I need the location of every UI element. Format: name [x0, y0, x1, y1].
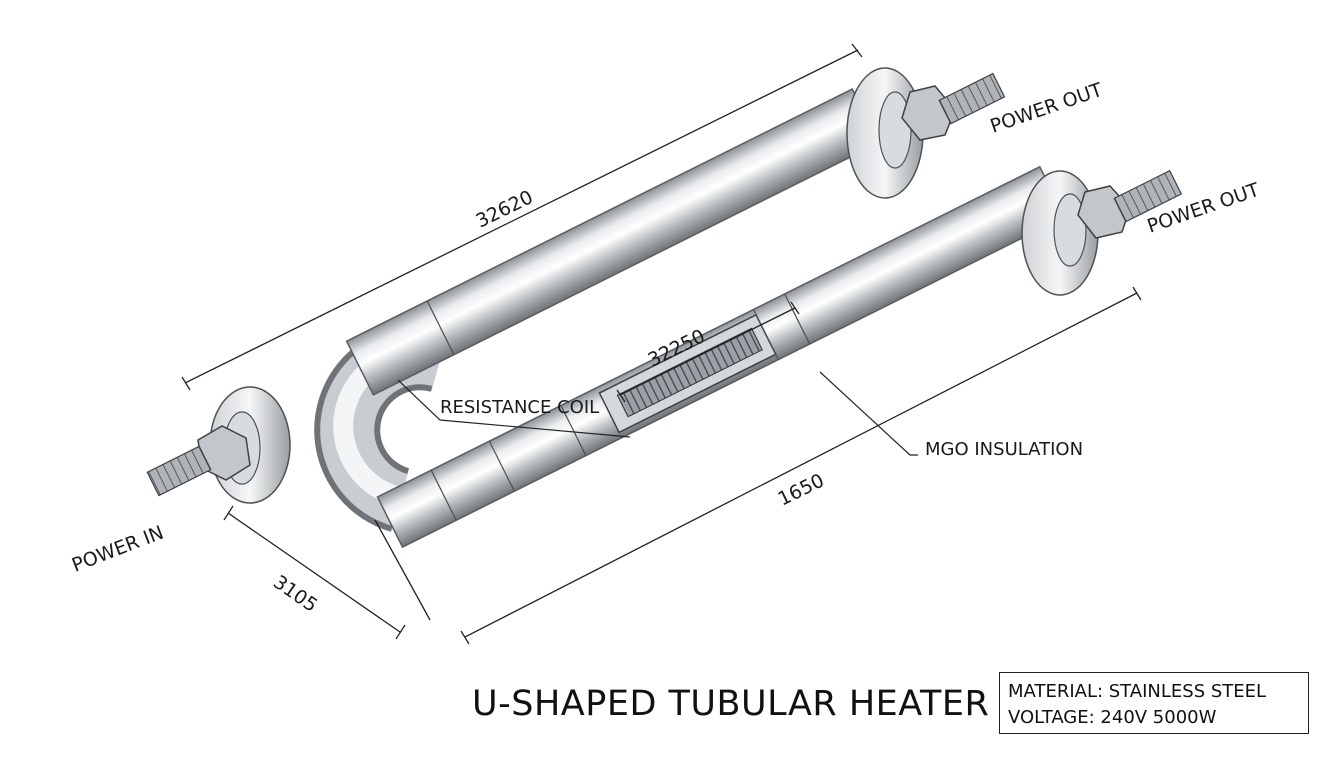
diagram-title: U-SHAPED TUBULAR HEATER	[472, 684, 990, 724]
terminal-left	[146, 386, 291, 504]
lower-leg-tube	[376, 165, 1066, 549]
dimension-lines	[181, 43, 1142, 645]
dim-lower-leg-length: 1650	[775, 470, 828, 511]
label-mgo-insulation: MGO INSULATION	[925, 439, 1083, 460]
dim-bend-width: 3105	[269, 571, 321, 617]
terminal-lower-right	[1021, 169, 1183, 296]
label-power-out-upper: POWER OUT	[987, 79, 1105, 138]
label-resistance-coil: RESISTANCE COIL	[440, 397, 599, 418]
spec-material: MATERIAL: STAINLESS STEEL	[1008, 681, 1267, 702]
leader-lines	[397, 371, 918, 456]
terminal-upper-right	[846, 67, 1006, 199]
spec-voltage: VOLTAGE: 240V 5000W	[1008, 707, 1217, 728]
spec-box: MATERIAL: STAINLESS STEEL VOLTAGE: 240V …	[999, 672, 1309, 734]
label-power-in: POWER IN	[69, 522, 167, 577]
